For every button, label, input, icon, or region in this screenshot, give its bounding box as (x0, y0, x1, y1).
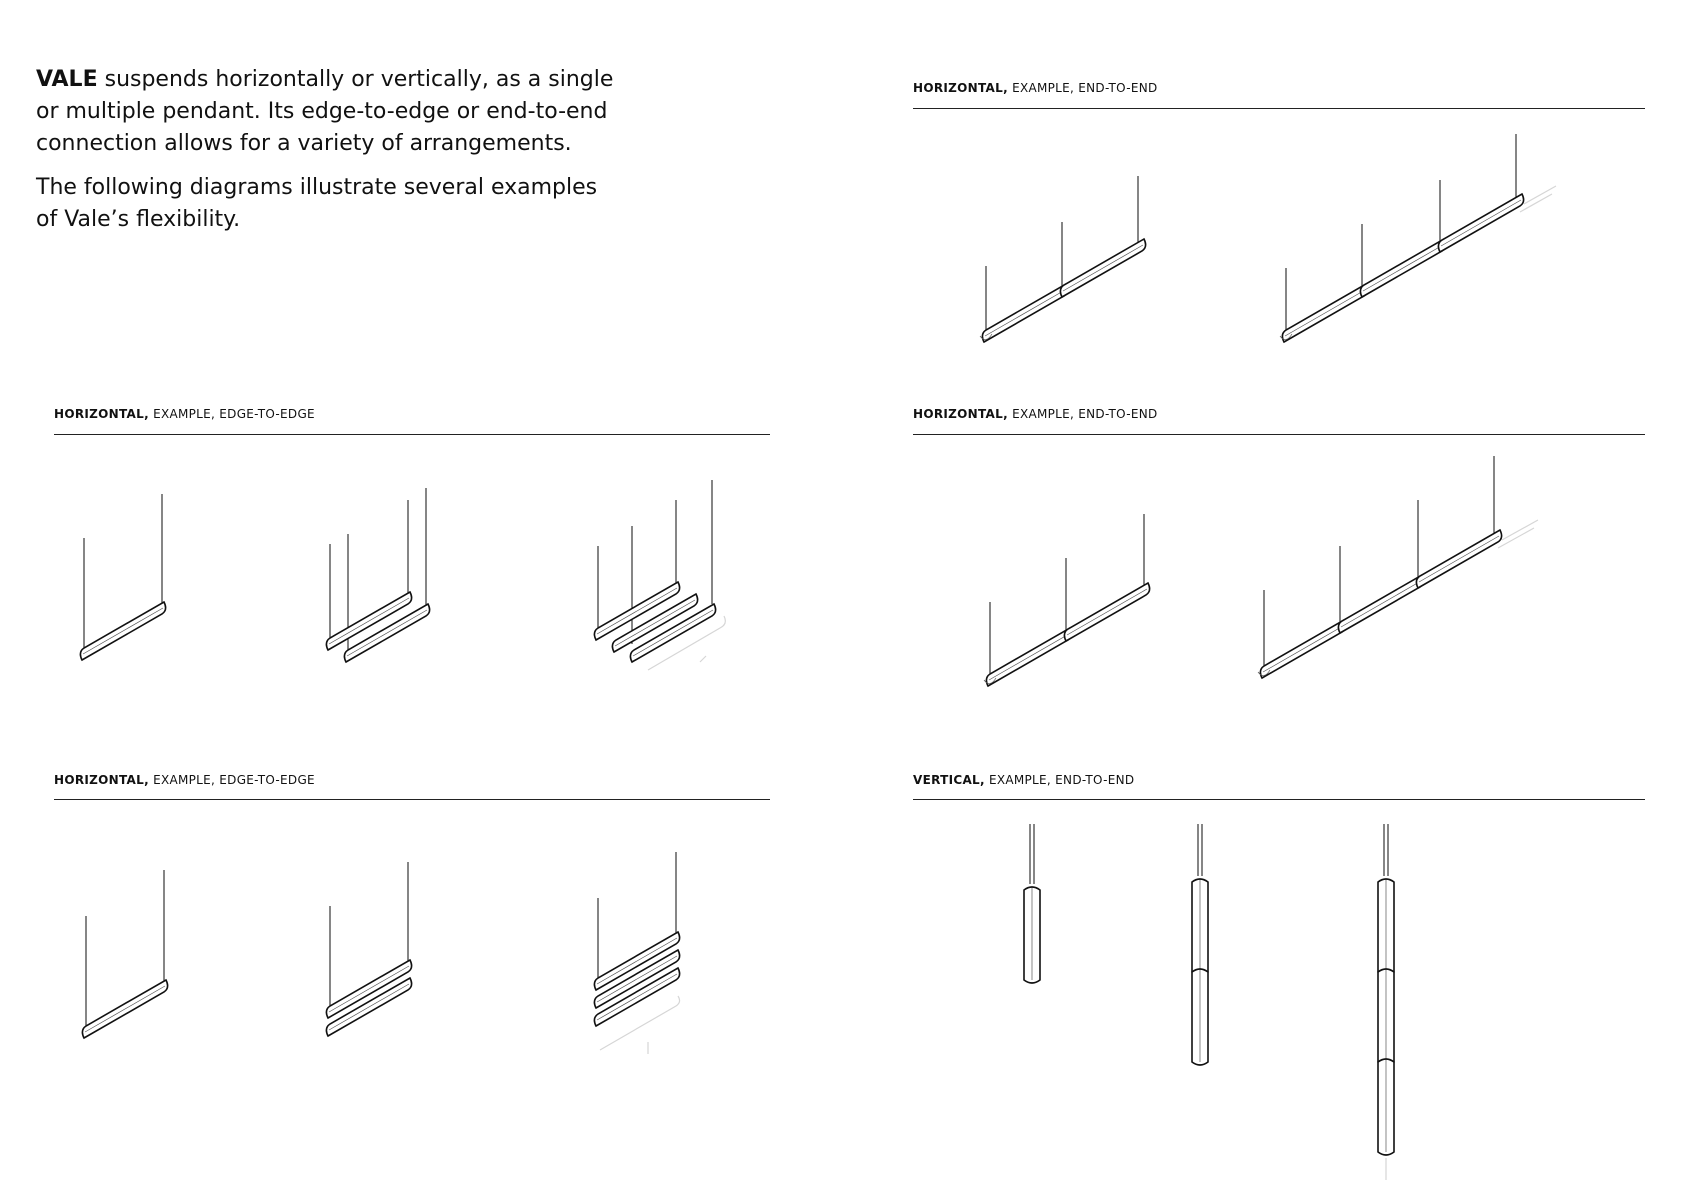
diagram-edge-to-edge-double (325, 488, 431, 663)
diagram-end-to-end-two-pendants-2 (983, 514, 1151, 687)
section-description: EXAMPLE, EDGE-TO-EDGE (148, 407, 315, 421)
section-orientation: VERTICAL, (913, 773, 985, 787)
intro-text: VALE suspends horizontally or vertically… (36, 64, 616, 248)
section-label-middle-left: HORIZONTAL, EXAMPLE, EDGE-TO-EDGE (54, 407, 315, 421)
section-label-bottom-left: HORIZONTAL, EXAMPLE, EDGE-TO-EDGE (54, 773, 315, 787)
diagram-edge-to-edge-triple (593, 480, 726, 671)
diagram-edge-to-edge-single (79, 494, 167, 661)
section-divider (913, 108, 1645, 109)
section-orientation: HORIZONTAL, (54, 773, 149, 787)
section-label-bottom-right: VERTICAL, EXAMPLE, END-TO-END (913, 773, 1134, 787)
diagram-stacked-triple (593, 852, 681, 1054)
intro-paragraph-1-text: suspends horizontally or vertically, as … (36, 67, 614, 156)
intro-paragraph-2: The following diagrams illustrate severa… (36, 175, 598, 232)
diagram-stacked-single (81, 870, 169, 1039)
diagram-vertical-double (1191, 824, 1209, 1066)
section-description: EXAMPLE, EDGE-TO-EDGE (148, 773, 315, 787)
section-orientation: HORIZONTAL, (913, 407, 1008, 421)
section-description: EXAMPLE, END-TO-END (1007, 81, 1158, 95)
brand-name: VALE (36, 67, 98, 92)
section-description: EXAMPLE, END-TO-END (984, 773, 1135, 787)
section-divider (54, 799, 770, 800)
section-divider (913, 799, 1645, 800)
section-description: EXAMPLE, END-TO-END (1007, 407, 1158, 421)
section-divider (54, 434, 770, 435)
diagram-end-to-end-three-pendants (1279, 134, 1557, 343)
section-orientation: HORIZONTAL, (54, 407, 149, 421)
section-label-top-right: HORIZONTAL, EXAMPLE, END-TO-END (913, 81, 1158, 95)
diagram-stacked-double (325, 862, 413, 1037)
intro-paragraph-1: VALE suspends horizontally or vertically… (36, 64, 616, 160)
diagram-vertical-single (1023, 824, 1041, 984)
diagram-end-to-end-three-pendants-2 (1257, 456, 1539, 679)
section-label-middle-right: HORIZONTAL, EXAMPLE, END-TO-END (913, 407, 1158, 421)
diagram-end-to-end-two-pendants (979, 176, 1147, 343)
section-orientation: HORIZONTAL, (913, 81, 1008, 95)
diagram-vertical-triple (1377, 824, 1395, 1180)
section-divider (913, 434, 1645, 435)
